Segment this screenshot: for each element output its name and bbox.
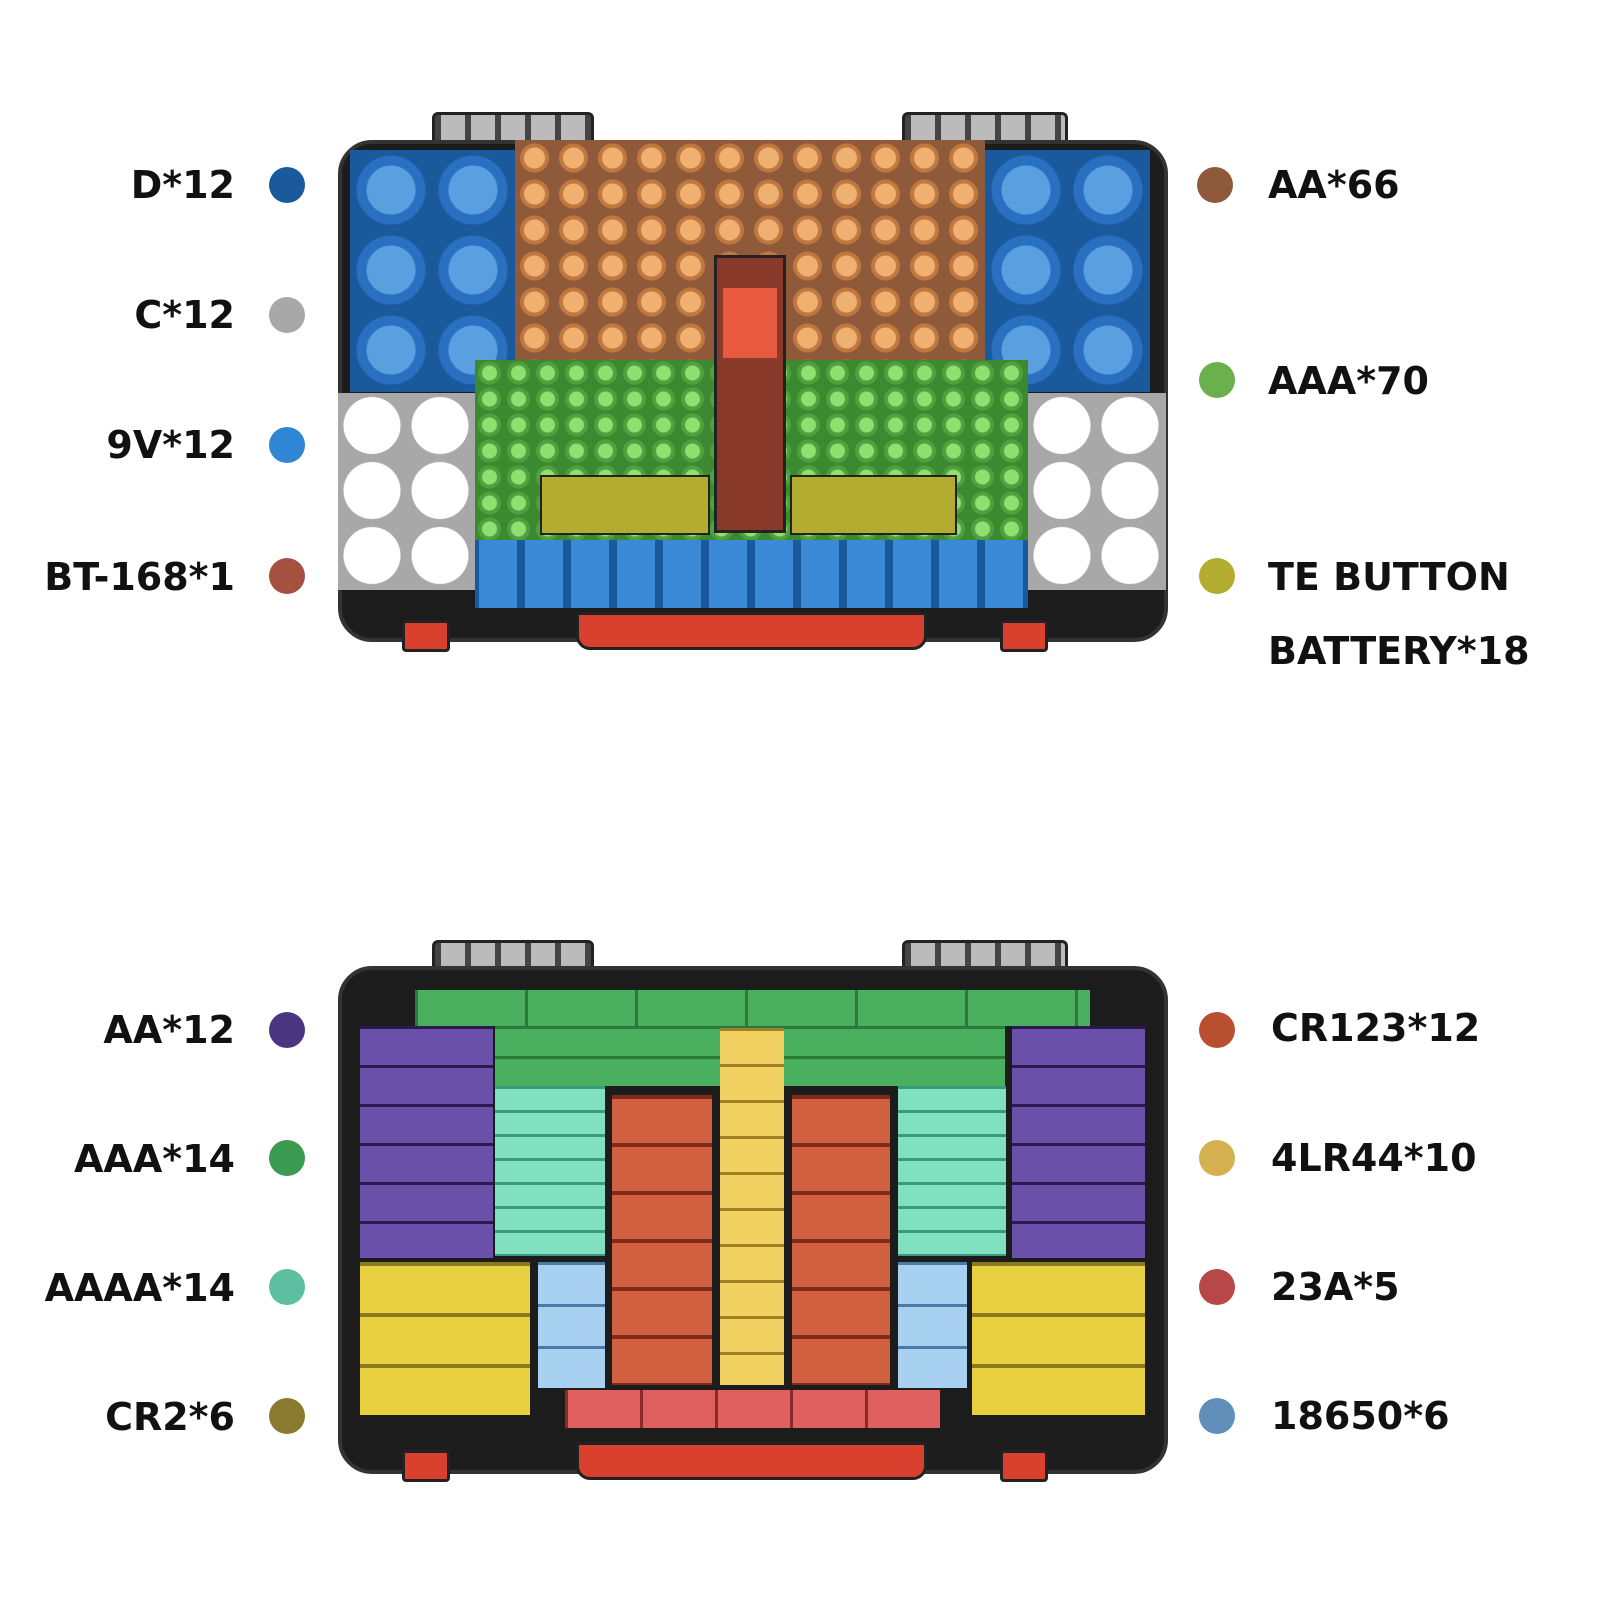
- c-battery-slots-left: [338, 393, 475, 590]
- legend-label-cr2: CR2*6: [105, 1395, 235, 1439]
- legend-dot-9v: [269, 427, 305, 463]
- 18650-battery-slots-right: [972, 1262, 1145, 1415]
- 23a-battery-slots: [565, 1390, 940, 1428]
- aa-battery-slots-right: [1012, 1026, 1145, 1258]
- 4lr44-battery-slots: [720, 1028, 784, 1385]
- button-battery-slots-left: [540, 475, 710, 535]
- latch: [402, 620, 450, 652]
- legend-label-te-button: TE BUTTON: [1268, 555, 1510, 599]
- aa-battery-slots-left: [360, 1026, 493, 1258]
- 18650-battery-slots-left: [360, 1262, 530, 1415]
- legend-dot-23a: [1199, 1269, 1235, 1305]
- aaaa-battery-slots-left: [495, 1086, 605, 1256]
- legend-label-18650: 18650*6: [1271, 1394, 1450, 1438]
- tester-slider: [723, 288, 777, 358]
- legend-label-aa-bottom: AA*12: [103, 1008, 235, 1052]
- aaaa-battery-slots-right: [898, 1086, 1006, 1256]
- button-battery-slots-right: [790, 475, 957, 535]
- latch: [1000, 1450, 1048, 1482]
- cr123-battery-slots-right: [792, 1095, 890, 1385]
- legend-dot-d: [269, 167, 305, 203]
- legend-label-23a: 23A*5: [1271, 1265, 1400, 1309]
- legend-label-te-button-line2: BATTERY*18: [1268, 629, 1530, 673]
- legend-dot-te-button: [1199, 558, 1235, 594]
- cr2-battery-slots-left: [538, 1262, 605, 1388]
- cr2-battery-slots-right: [898, 1262, 967, 1388]
- legend-dot-c: [269, 297, 305, 333]
- legend-label-aaa-bottom: AAA*14: [74, 1137, 235, 1181]
- latch: [1000, 620, 1048, 652]
- legend-label-aaa: AAA*70: [1268, 359, 1429, 403]
- c-battery-slots-right: [1028, 393, 1166, 590]
- aaa-battery-slots-top: [415, 990, 1090, 1026]
- legend-label-9v: 9V*12: [106, 423, 235, 467]
- latch: [402, 1450, 450, 1482]
- d-battery-slots-left: [350, 150, 515, 392]
- legend-label-c: C*12: [134, 293, 235, 337]
- legend-label-4lr44: 4LR44*10: [1271, 1136, 1477, 1180]
- d-battery-slots-right: [985, 150, 1150, 392]
- legend-dot-4lr44: [1199, 1140, 1235, 1176]
- legend-dot-aa: [1197, 167, 1233, 203]
- carry-handle: [576, 1442, 927, 1480]
- legend-dot-aaa-bottom: [269, 1140, 305, 1176]
- carry-handle: [576, 612, 927, 650]
- legend-dot-18650: [1199, 1398, 1235, 1434]
- cr123-battery-slots-left: [612, 1095, 712, 1385]
- bt-168-tester: [714, 255, 786, 533]
- legend-label-aaaa: AAAA*14: [44, 1266, 235, 1310]
- 9v-battery-slots: [475, 540, 1028, 608]
- legend-label-cr123: CR123*12: [1271, 1006, 1481, 1050]
- legend-label-aa: AA*66: [1268, 163, 1400, 207]
- legend-label-d: D*12: [130, 163, 235, 207]
- legend-dot-aaa: [1199, 362, 1235, 398]
- legend-dot-aa-bottom: [269, 1012, 305, 1048]
- legend-dot-aaaa: [269, 1269, 305, 1305]
- legend-dot-cr2: [269, 1398, 305, 1434]
- legend-dot-bt168: [269, 558, 305, 594]
- legend-dot-cr123: [1199, 1012, 1235, 1048]
- legend-label-bt168: BT-168*1: [44, 555, 235, 599]
